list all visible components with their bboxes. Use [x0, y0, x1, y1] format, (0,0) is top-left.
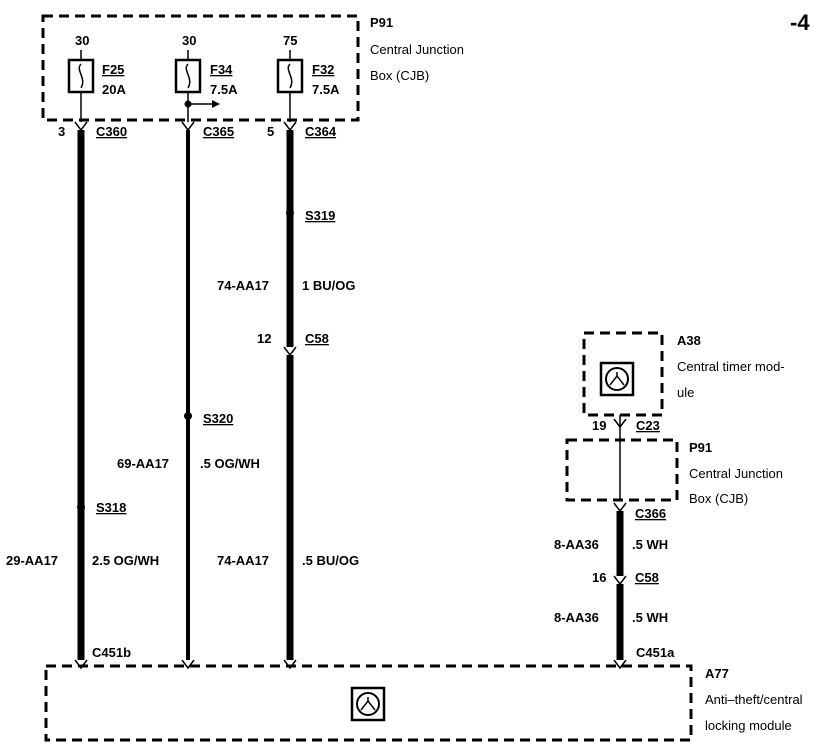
connector-c364-symbol	[283, 121, 297, 132]
cjb-top-box	[41, 14, 360, 122]
wire-74-aa17-lower-circuit: 74-AA17	[217, 553, 269, 568]
fuse-f34: 30 F34 7.5A	[174, 33, 238, 122]
cjb-top-name-1: Central Junction	[370, 42, 464, 57]
timer-module-box	[582, 331, 664, 417]
fuse-f34-rating: 7.5A	[210, 82, 238, 97]
timer-module-name-2: ule	[677, 385, 694, 400]
connector-c365-symbol	[181, 121, 195, 132]
timer-module-id: A38	[677, 333, 701, 348]
wire-74-aa17-upper-size: 1 BU/OG	[302, 278, 355, 293]
cjb-top-name-2: Box (CJB)	[370, 68, 429, 83]
c365-label: C365	[203, 124, 234, 139]
c58-left-pin: 12	[257, 331, 271, 346]
fuse-f34-feed: 30	[182, 33, 196, 48]
connector-c451b-pin2	[181, 659, 195, 670]
fuse-f25-feed: 30	[75, 33, 89, 48]
c451a-label: C451a	[636, 645, 675, 660]
wire-8-aa36-upper-size: .5 WH	[632, 537, 668, 552]
page-number: -4	[790, 10, 810, 35]
module-icon	[350, 686, 386, 722]
connector-c451b-pin3	[283, 659, 297, 670]
c58-right-label: C58	[635, 570, 659, 585]
c364-label: C364	[305, 124, 337, 139]
splice-s318: S318	[96, 500, 126, 515]
cjb-right-id: P91	[689, 440, 712, 455]
connector-c451b-pin1	[74, 659, 88, 670]
cjb-top-id: P91	[370, 15, 393, 30]
connector-c366-symbol	[613, 502, 627, 513]
fuse-f25-name: F25	[102, 62, 124, 77]
locking-module-name-1: Anti–theft/central	[705, 692, 803, 707]
wire-74-aa17-lower-size: .5 BU/OG	[302, 553, 359, 568]
wire-8-aa36-lower-size: .5 WH	[632, 610, 668, 625]
splice-s318-dot	[77, 503, 85, 511]
cjb-right-box	[565, 438, 679, 502]
fuse-f25: 30 F25 20A	[67, 33, 126, 122]
arrow-right-icon	[212, 100, 220, 108]
fuse-f32-feed: 75	[283, 33, 297, 48]
c58-right-pin: 16	[592, 570, 606, 585]
c23-pin: 19	[592, 418, 606, 433]
wire-29-aa17-size: 2.5 OG/WH	[92, 553, 159, 568]
wire-8-aa36-lower-circuit: 8-AA36	[554, 610, 599, 625]
splice-s319-dot	[286, 209, 294, 217]
c364-pin: 5	[267, 124, 274, 139]
fuse-f25-rating: 20A	[102, 82, 126, 97]
c58-left-label: C58	[305, 331, 329, 346]
c451b-label: C451b	[92, 645, 131, 660]
splice-s320-dot	[184, 412, 192, 420]
connector-c360-symbol	[74, 121, 88, 132]
wire-69-aa17-circuit: 69-AA17	[117, 456, 169, 471]
locking-module-box	[44, 664, 693, 742]
connector-c58-left-symbol	[283, 346, 297, 357]
c360-label: C360	[96, 124, 127, 139]
wire-69-aa17-size: .5 OG/WH	[200, 456, 260, 471]
fuse-f32-name: F32	[312, 62, 334, 77]
c23-label: C23	[636, 418, 660, 433]
splice-s320: S320	[203, 411, 233, 426]
wire-74-aa17-upper-circuit: 74-AA17	[217, 278, 269, 293]
locking-module-name-2: locking module	[705, 718, 792, 733]
cjb-right-name-1: Central Junction	[689, 466, 783, 481]
cjb-right-name-2: Box (CJB)	[689, 491, 748, 506]
connector-c451a-pin	[613, 659, 627, 670]
wire-8-aa36-upper-circuit: 8-AA36	[554, 537, 599, 552]
fuse-f34-name: F34	[210, 62, 233, 77]
module-icon	[599, 361, 635, 397]
c366-label: C366	[635, 506, 666, 521]
timer-module-name-1: Central timer mod-	[677, 359, 785, 374]
fuse-f32: 75 F32 7.5A	[276, 33, 340, 122]
locking-module-id: A77	[705, 666, 729, 681]
c360-pin: 3	[58, 124, 65, 139]
connector-c58-right-symbol	[613, 575, 627, 586]
fuse-f32-rating: 7.5A	[312, 82, 340, 97]
splice-s319: S319	[305, 208, 335, 223]
wire-29-aa17-circuit: 29-AA17	[6, 553, 58, 568]
